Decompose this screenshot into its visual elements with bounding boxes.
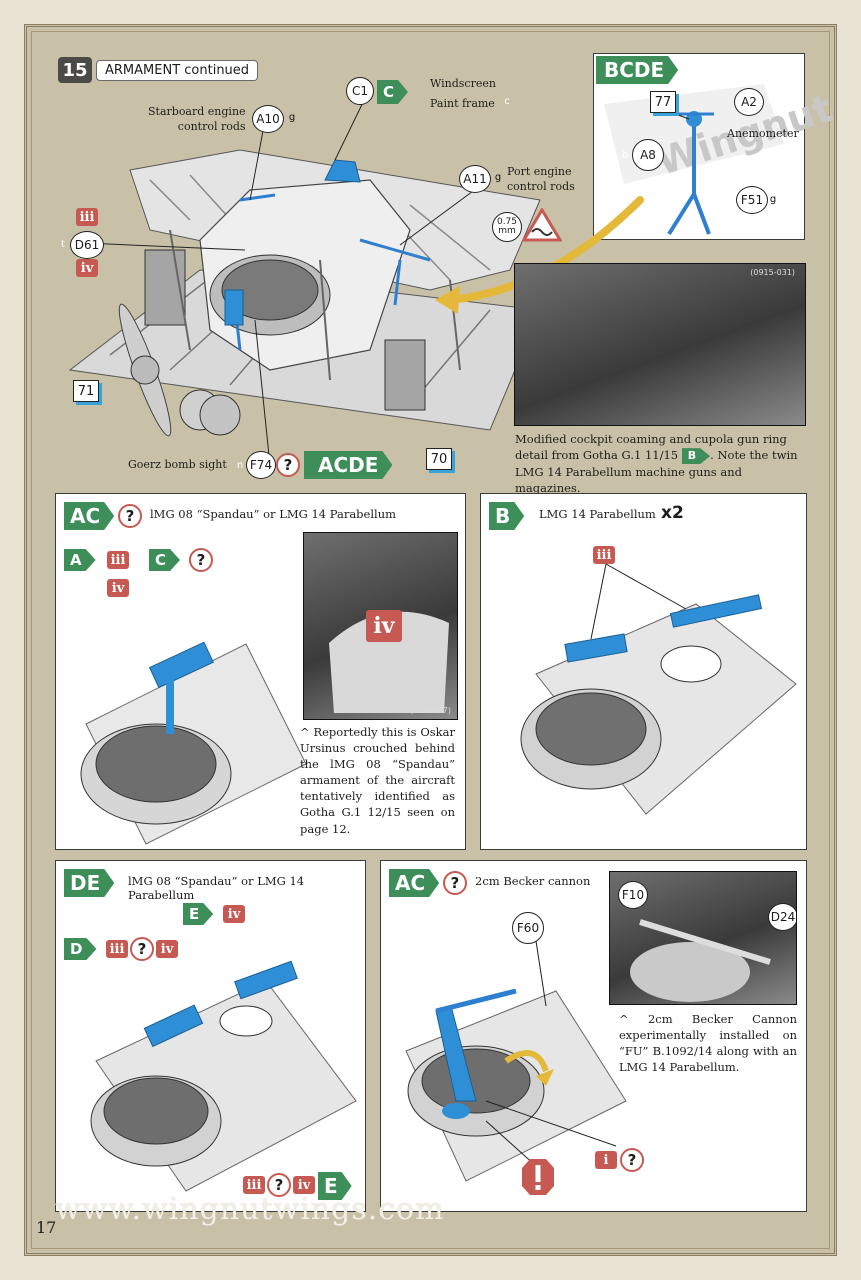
photo-top-caption: Modified cockpit coaming and cupola gun … — [515, 432, 798, 496]
photo-id-top: (0915-031) — [750, 268, 795, 277]
panel-de-iv-top: iv — [223, 905, 245, 923]
part-70: 70 — [426, 448, 452, 470]
paint-drop-a2: a — [763, 92, 777, 110]
part-a2: A2 — [734, 88, 764, 116]
panel-de-spandau: DE lMG 08 “Spandau” or LMG 14 Parabellum… — [55, 860, 366, 1212]
photo-oskar-ursinus: iv (O10-007) — [303, 532, 458, 720]
paint-drop-f74: n — [233, 456, 247, 474]
part-77: 77 — [650, 91, 676, 113]
step-number: 15 — [58, 57, 92, 83]
step-header: 15 ARMAMENT continued — [58, 57, 259, 83]
anemometer-label: Anemometer — [727, 127, 799, 140]
part-f60: F60 — [512, 912, 544, 944]
panel-b-title: LMG 14 Parabellum — [539, 507, 656, 521]
panel-de-question-bottom: ? — [267, 1173, 291, 1197]
paint-drop-f60: t — [497, 918, 511, 936]
panel-de-iv-bottom: iv — [293, 1176, 315, 1194]
part-a8: A8 — [632, 139, 664, 171]
thickness-0-75mm: 0.75 mm — [492, 212, 522, 242]
panel-ac1-tag-c: C — [149, 549, 180, 571]
part-d61: D61 — [70, 231, 104, 259]
paint-drop-d61: t — [56, 235, 70, 253]
windscreen-label: Windscreen — [430, 77, 496, 90]
panel-b-tag: B — [489, 502, 524, 530]
version-tag-bcde: BCDE — [596, 56, 678, 84]
panel-de-tag-d: D — [64, 938, 96, 960]
question-mark-f74: ? — [276, 453, 300, 477]
panel-de-tag-e-top: E — [183, 903, 213, 925]
panel-de-iv: iv — [156, 940, 178, 958]
spandau-gun-illustration — [80, 641, 307, 845]
panel-ac1-question: ? — [118, 504, 142, 528]
photo-nacelle-shape — [329, 611, 449, 713]
photo-gotha-11-15: (0915-031) — [514, 263, 806, 426]
part-a11: A11 — [459, 165, 491, 193]
panel-ac2-i: i — [595, 1151, 617, 1169]
version-tag-acde: ACDE — [304, 451, 392, 479]
becker-cannon-illustration — [405, 940, 627, 1182]
panel-de-tag: DE — [64, 869, 114, 897]
paint-drop-a10: g — [285, 108, 299, 126]
paint-frame-label: Paint frame — [430, 97, 495, 110]
photo-cupola-shape — [630, 919, 771, 1002]
panel-b-iii: iii — [593, 546, 615, 564]
photo-becker-cannon: F10 D24 — [609, 871, 797, 1005]
panel-ac1-tag: AC — [64, 502, 114, 530]
panel-ac1-tag-a: A — [64, 549, 96, 571]
panel-ac1-iv: iv — [107, 579, 129, 597]
warning-exclamation-icon — [522, 1159, 554, 1195]
parabellum-twin-illustration — [520, 563, 797, 815]
photo-oskar-caption: ^ Reportedly this is Oskar Ursinus crouc… — [300, 725, 455, 836]
photo-iv: iv — [366, 610, 402, 642]
panel-de-title: lMG 08 “Spandau” or LMG 14 Parabellum — [128, 874, 305, 902]
page-number: 17 — [36, 1218, 57, 1237]
panel-ac1-iii: iii — [107, 551, 129, 569]
starboard-rods-label: Starboard engine control rods — [148, 105, 246, 133]
panel-ac2-title: 2cm Becker cannon — [475, 874, 591, 888]
panel-ac-spandau: AC ? lMG 08 “Spandau” or LMG 14 Parabell… — [55, 493, 466, 850]
part-f10: F10 — [618, 881, 648, 909]
panel-b-count: x2 — [661, 503, 684, 523]
goerz-bomb-sight-label: Goerz bomb sight — [128, 458, 227, 471]
thickness-warning-icon — [522, 208, 562, 242]
panel-de-question: ? — [130, 937, 154, 961]
caption-tag-b: B — [682, 448, 710, 464]
part-c1: C1 — [346, 77, 374, 105]
red-tag-iv-main: iv — [76, 259, 98, 277]
part-d24: D24 — [768, 903, 796, 931]
paint-drop-a11: g — [491, 168, 505, 186]
panel-ac2-tag: AC — [389, 869, 439, 897]
photo-id-ac1: (O10-007) — [410, 706, 451, 715]
red-tag-iii-main: iii — [76, 208, 98, 226]
panel-ac-becker: AC ? 2cm Becker cannon t F60 i ? F10 D24… — [380, 860, 807, 1212]
part-f74: F74 — [246, 451, 276, 479]
panel-de-iii: iii — [106, 940, 128, 958]
paint-drop-f51: g — [766, 190, 780, 208]
part-f51: F51 — [736, 186, 768, 214]
part-a10: A10 — [252, 105, 284, 133]
footer-url: www.wingnutwings.com — [55, 1192, 445, 1227]
paint-drop-a8: b — [618, 146, 632, 164]
panel-b-parabellum: B LMG 14 Parabellum x2 iii — [480, 493, 807, 850]
panel-ac1-c-question: ? — [189, 548, 213, 572]
paint-drop-c: c — [500, 92, 514, 110]
panel-ac1-title: lMG 08 “Spandau” or LMG 14 Parabellum — [150, 507, 397, 521]
panel-ac2-i-question: ? — [620, 1148, 644, 1172]
part-71: 71 — [73, 380, 99, 402]
spandau-de-illustration — [90, 960, 357, 1192]
panel-ac2-question: ? — [443, 871, 467, 895]
port-rods-label: Port engine control rods — [507, 165, 575, 193]
main-aircraft-illustration — [68, 87, 541, 466]
step-title: ARMAMENT continued — [96, 59, 259, 81]
panel-de-iii-bottom: iii — [243, 1176, 265, 1194]
photo-becker-caption: ^ 2cm Becker Cannon experimentally insta… — [619, 1012, 797, 1075]
